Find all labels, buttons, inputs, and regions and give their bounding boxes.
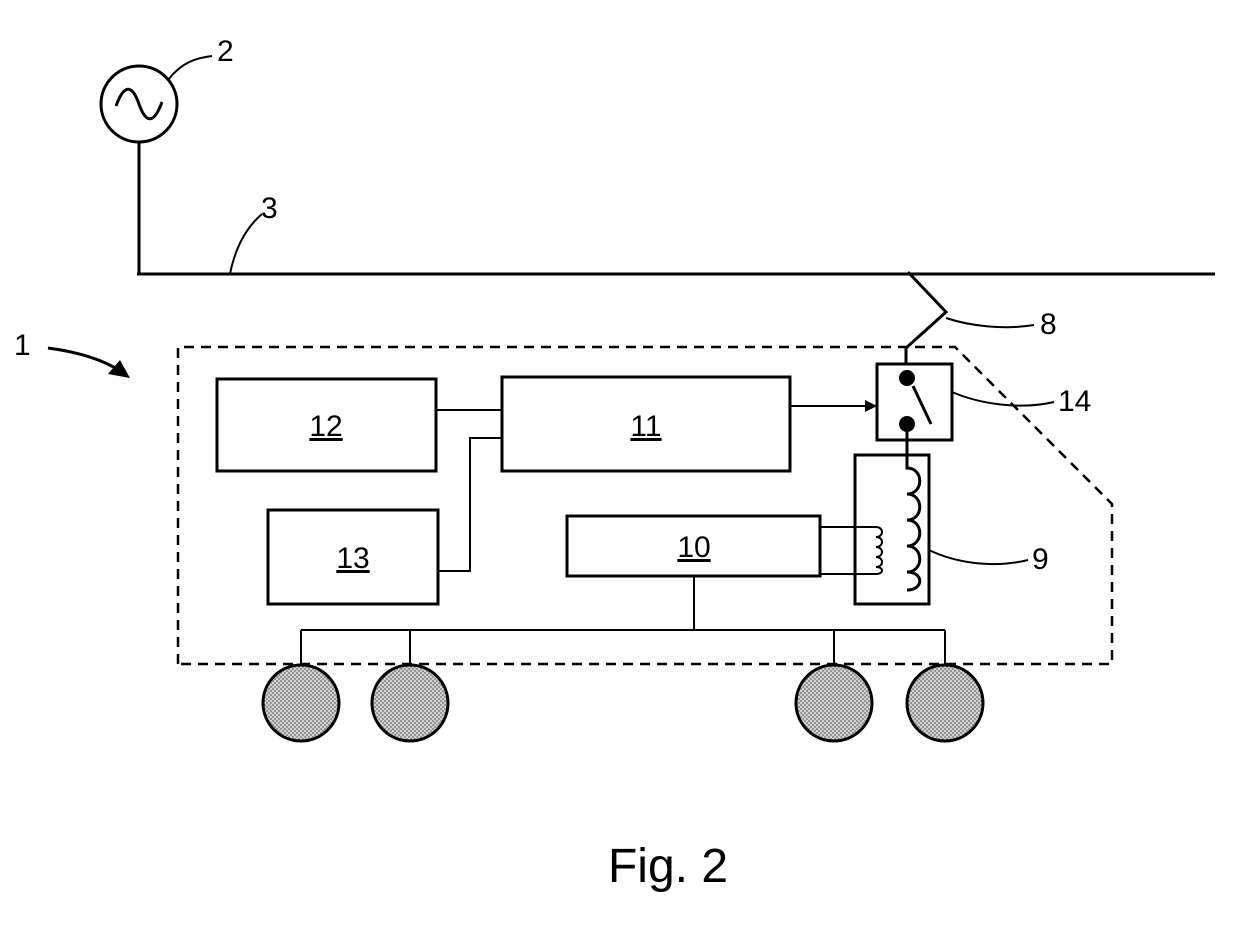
block-13 <box>266 508 440 606</box>
leader-8 <box>945 317 1035 329</box>
numeral-13: 13 <box>336 542 369 575</box>
numeral-8: 8 <box>1040 308 1057 341</box>
switch-blade <box>911 385 933 425</box>
secondary-coil-icon <box>820 526 883 575</box>
numeral-9: 9 <box>1032 543 1049 576</box>
sine-wave-icon <box>114 87 164 121</box>
leader-9 <box>928 549 1029 566</box>
numeral-3: 3 <box>261 192 278 225</box>
wheel <box>370 663 450 743</box>
leader-3 <box>229 213 263 275</box>
figure-caption: Fig. 2 <box>608 840 728 893</box>
numeral-1: 1 <box>14 329 31 362</box>
pantograph <box>904 270 949 366</box>
switch-contact-top <box>899 370 915 386</box>
switch-contact-bottom <box>899 416 915 432</box>
numeral-14: 14 <box>1058 385 1091 418</box>
numeral-10: 10 <box>677 531 710 564</box>
transformer-9 <box>853 453 931 606</box>
block-12 <box>215 377 438 473</box>
primary-coil-icon <box>905 455 922 592</box>
leader-14 <box>951 391 1055 407</box>
pointer-arrowhead-1 <box>108 360 130 378</box>
numeral-12: 12 <box>309 410 342 443</box>
pointer-arrow-1 <box>47 346 123 374</box>
numeral-2: 2 <box>217 35 234 68</box>
leader-2 <box>167 55 213 81</box>
link-13-11 <box>438 437 502 572</box>
wheel <box>794 663 874 743</box>
numeral-11: 11 <box>630 410 661 443</box>
wheel <box>261 663 341 743</box>
block-11 <box>500 375 792 473</box>
vehicle-outline <box>176 345 1114 666</box>
wheel <box>905 663 985 743</box>
block-10 <box>565 514 822 578</box>
